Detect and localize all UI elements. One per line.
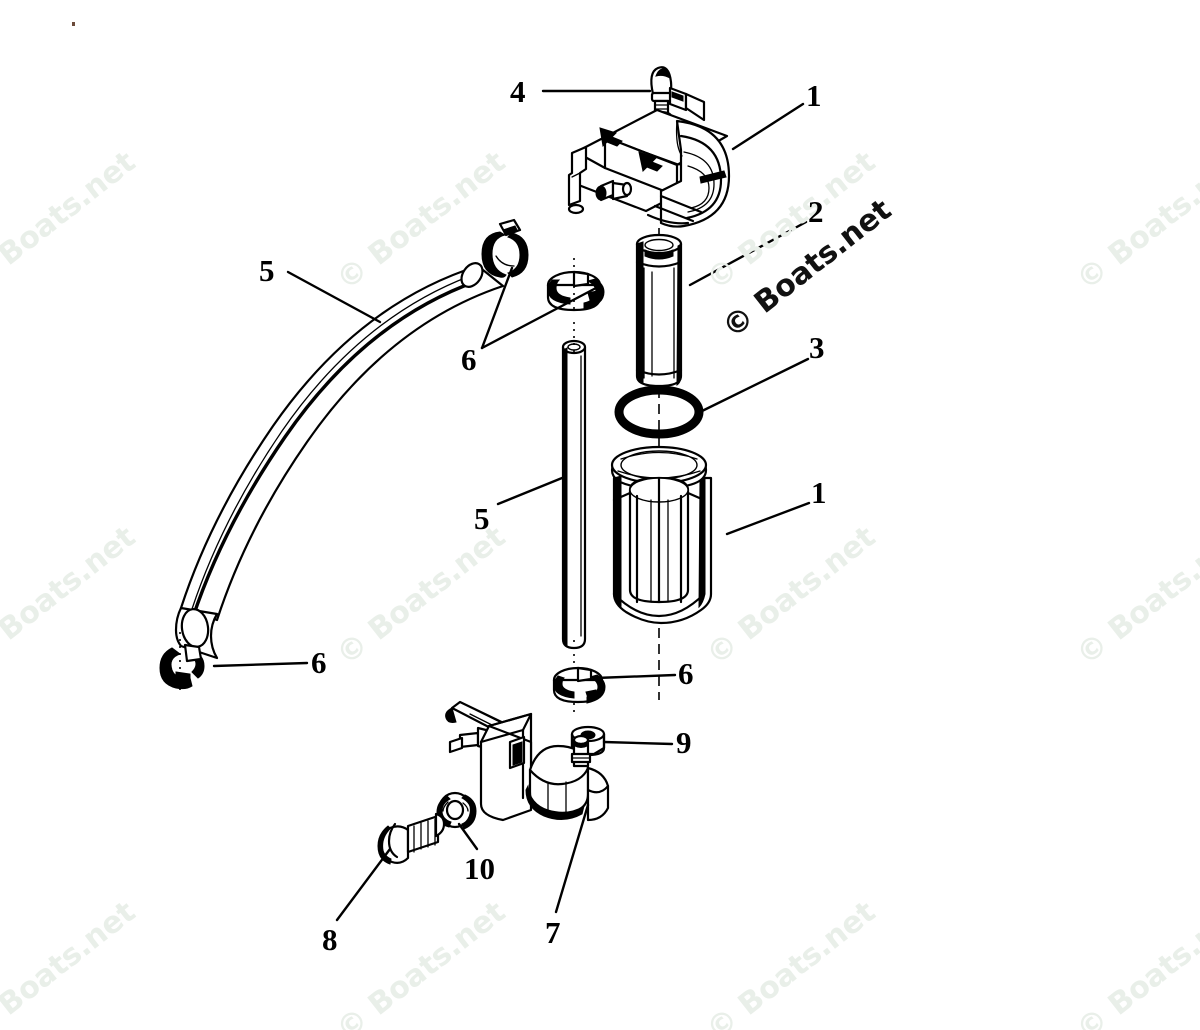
fuel-pump-part7 [445, 700, 610, 822]
lock-washer-part10 [436, 791, 477, 830]
filter-bowl-part1 [610, 445, 713, 625]
callout-3: 3 [809, 330, 825, 365]
callout-6-lower: 6 [678, 656, 694, 691]
filter-head-assembly [567, 66, 731, 228]
bolt-part8 [377, 812, 446, 865]
callout-6-hose-end: 6 [311, 645, 327, 680]
callout-2: 2 [808, 194, 824, 229]
filter-element-part2 [635, 233, 683, 388]
leader-lines [212, 89, 811, 922]
hose-clamp-part6-d [552, 666, 606, 704]
scan-speck [72, 22, 75, 26]
callout-7: 7 [545, 915, 561, 950]
callout-5-tube: 5 [474, 501, 490, 536]
callout-5-hose: 5 [259, 253, 275, 288]
callout-8: 8 [322, 922, 338, 957]
callout-1-bowl: 1 [811, 475, 827, 510]
callout-6-upper: 6 [461, 342, 477, 377]
fuel-hose-part5 [174, 262, 505, 660]
callout-9: 9 [676, 725, 692, 760]
fuel-tube-part5 [561, 322, 587, 712]
callout-1-head: 1 [806, 78, 822, 113]
callout-4: 4 [510, 74, 526, 109]
hose-clamp-part6-c [159, 632, 205, 690]
hose-clamp-part6-a [481, 218, 529, 278]
hose-clamp-part6-b [546, 258, 605, 312]
callout-10: 10 [464, 851, 495, 886]
